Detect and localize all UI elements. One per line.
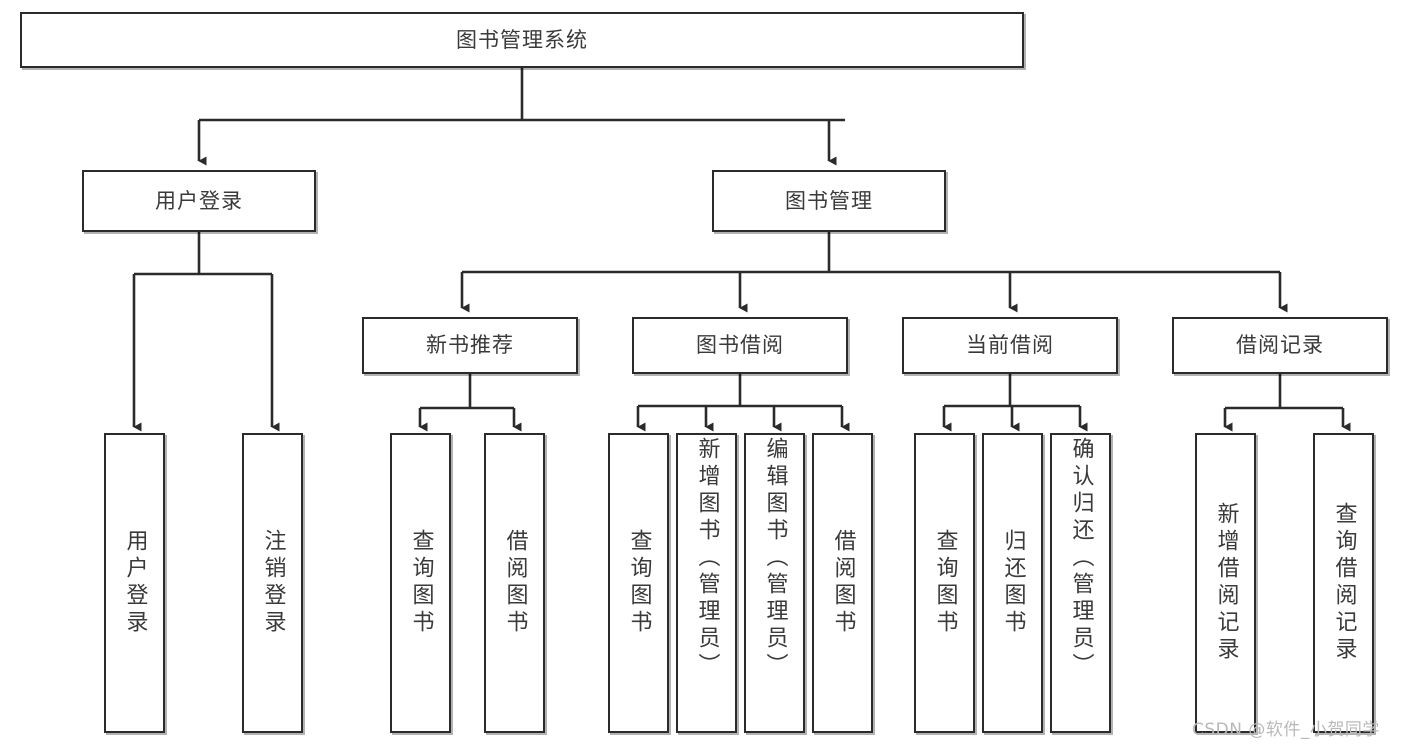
- node-label: 用户登录: [122, 529, 148, 637]
- node-label: 查询借阅记录: [1331, 502, 1357, 664]
- node-current-borrow[interactable]: 当前借阅: [902, 317, 1118, 374]
- node-borrow-record[interactable]: 借阅记录: [1172, 317, 1388, 374]
- leaf-current-borrow-return-book[interactable]: 归还图书: [982, 433, 1043, 733]
- node-label: 编辑图书（管理员）: [762, 437, 788, 680]
- node-new-book-recommend[interactable]: 新书推荐: [362, 317, 578, 374]
- node-label: 确认归还（管理员）: [1068, 437, 1094, 680]
- leaf-book-borrow-edit-book-admin[interactable]: 编辑图书（管理员）: [744, 433, 805, 733]
- leaf-user-login-logout[interactable]: 注销登录: [242, 433, 303, 733]
- node-label: 注销登录: [260, 529, 286, 637]
- leaf-new-book-borrow-book[interactable]: 借阅图书: [484, 433, 545, 733]
- leaf-current-borrow-confirm-return-admin[interactable]: 确认归还（管理员）: [1050, 433, 1111, 733]
- node-label: 图书管理: [785, 188, 873, 213]
- node-label: 新增借阅记录: [1213, 502, 1239, 664]
- leaf-borrow-record-query-record[interactable]: 查询借阅记录: [1313, 433, 1374, 733]
- node-label: 新增图书（管理员）: [694, 437, 720, 680]
- leaf-new-book-query-book[interactable]: 查询图书: [390, 433, 451, 733]
- leaf-book-borrow-add-book-admin[interactable]: 新增图书（管理员）: [676, 433, 737, 733]
- leaf-borrow-record-add-record[interactable]: 新增借阅记录: [1195, 433, 1256, 733]
- node-label: 借阅图书: [830, 529, 856, 637]
- node-label: 归还图书: [1000, 529, 1026, 637]
- node-book-borrow[interactable]: 图书借阅: [632, 317, 848, 374]
- leaf-user-login-login[interactable]: 用户登录: [104, 433, 165, 733]
- node-root-book-management-system[interactable]: 图书管理系统: [20, 12, 1024, 68]
- node-label: 查询图书: [626, 529, 652, 637]
- node-label: 借阅记录: [1236, 333, 1324, 358]
- node-label: 借阅图书: [502, 529, 528, 637]
- csdn-watermark: CSDN @软件_小贺同学: [1192, 720, 1380, 740]
- node-label: 查询图书: [932, 529, 958, 637]
- node-label: 图书借阅: [696, 333, 784, 358]
- node-user-login[interactable]: 用户登录: [82, 170, 316, 232]
- node-label: 用户登录: [155, 188, 243, 213]
- node-label: 图书管理系统: [456, 27, 588, 52]
- node-book-management[interactable]: 图书管理: [712, 170, 946, 232]
- leaf-book-borrow-query-book[interactable]: 查询图书: [608, 433, 669, 733]
- leaf-book-borrow-borrow-book[interactable]: 借阅图书: [812, 433, 873, 733]
- node-label: 新书推荐: [426, 333, 514, 358]
- node-label: 查询图书: [408, 529, 434, 637]
- leaf-current-borrow-query-book[interactable]: 查询图书: [914, 433, 975, 733]
- node-label: 当前借阅: [966, 333, 1054, 358]
